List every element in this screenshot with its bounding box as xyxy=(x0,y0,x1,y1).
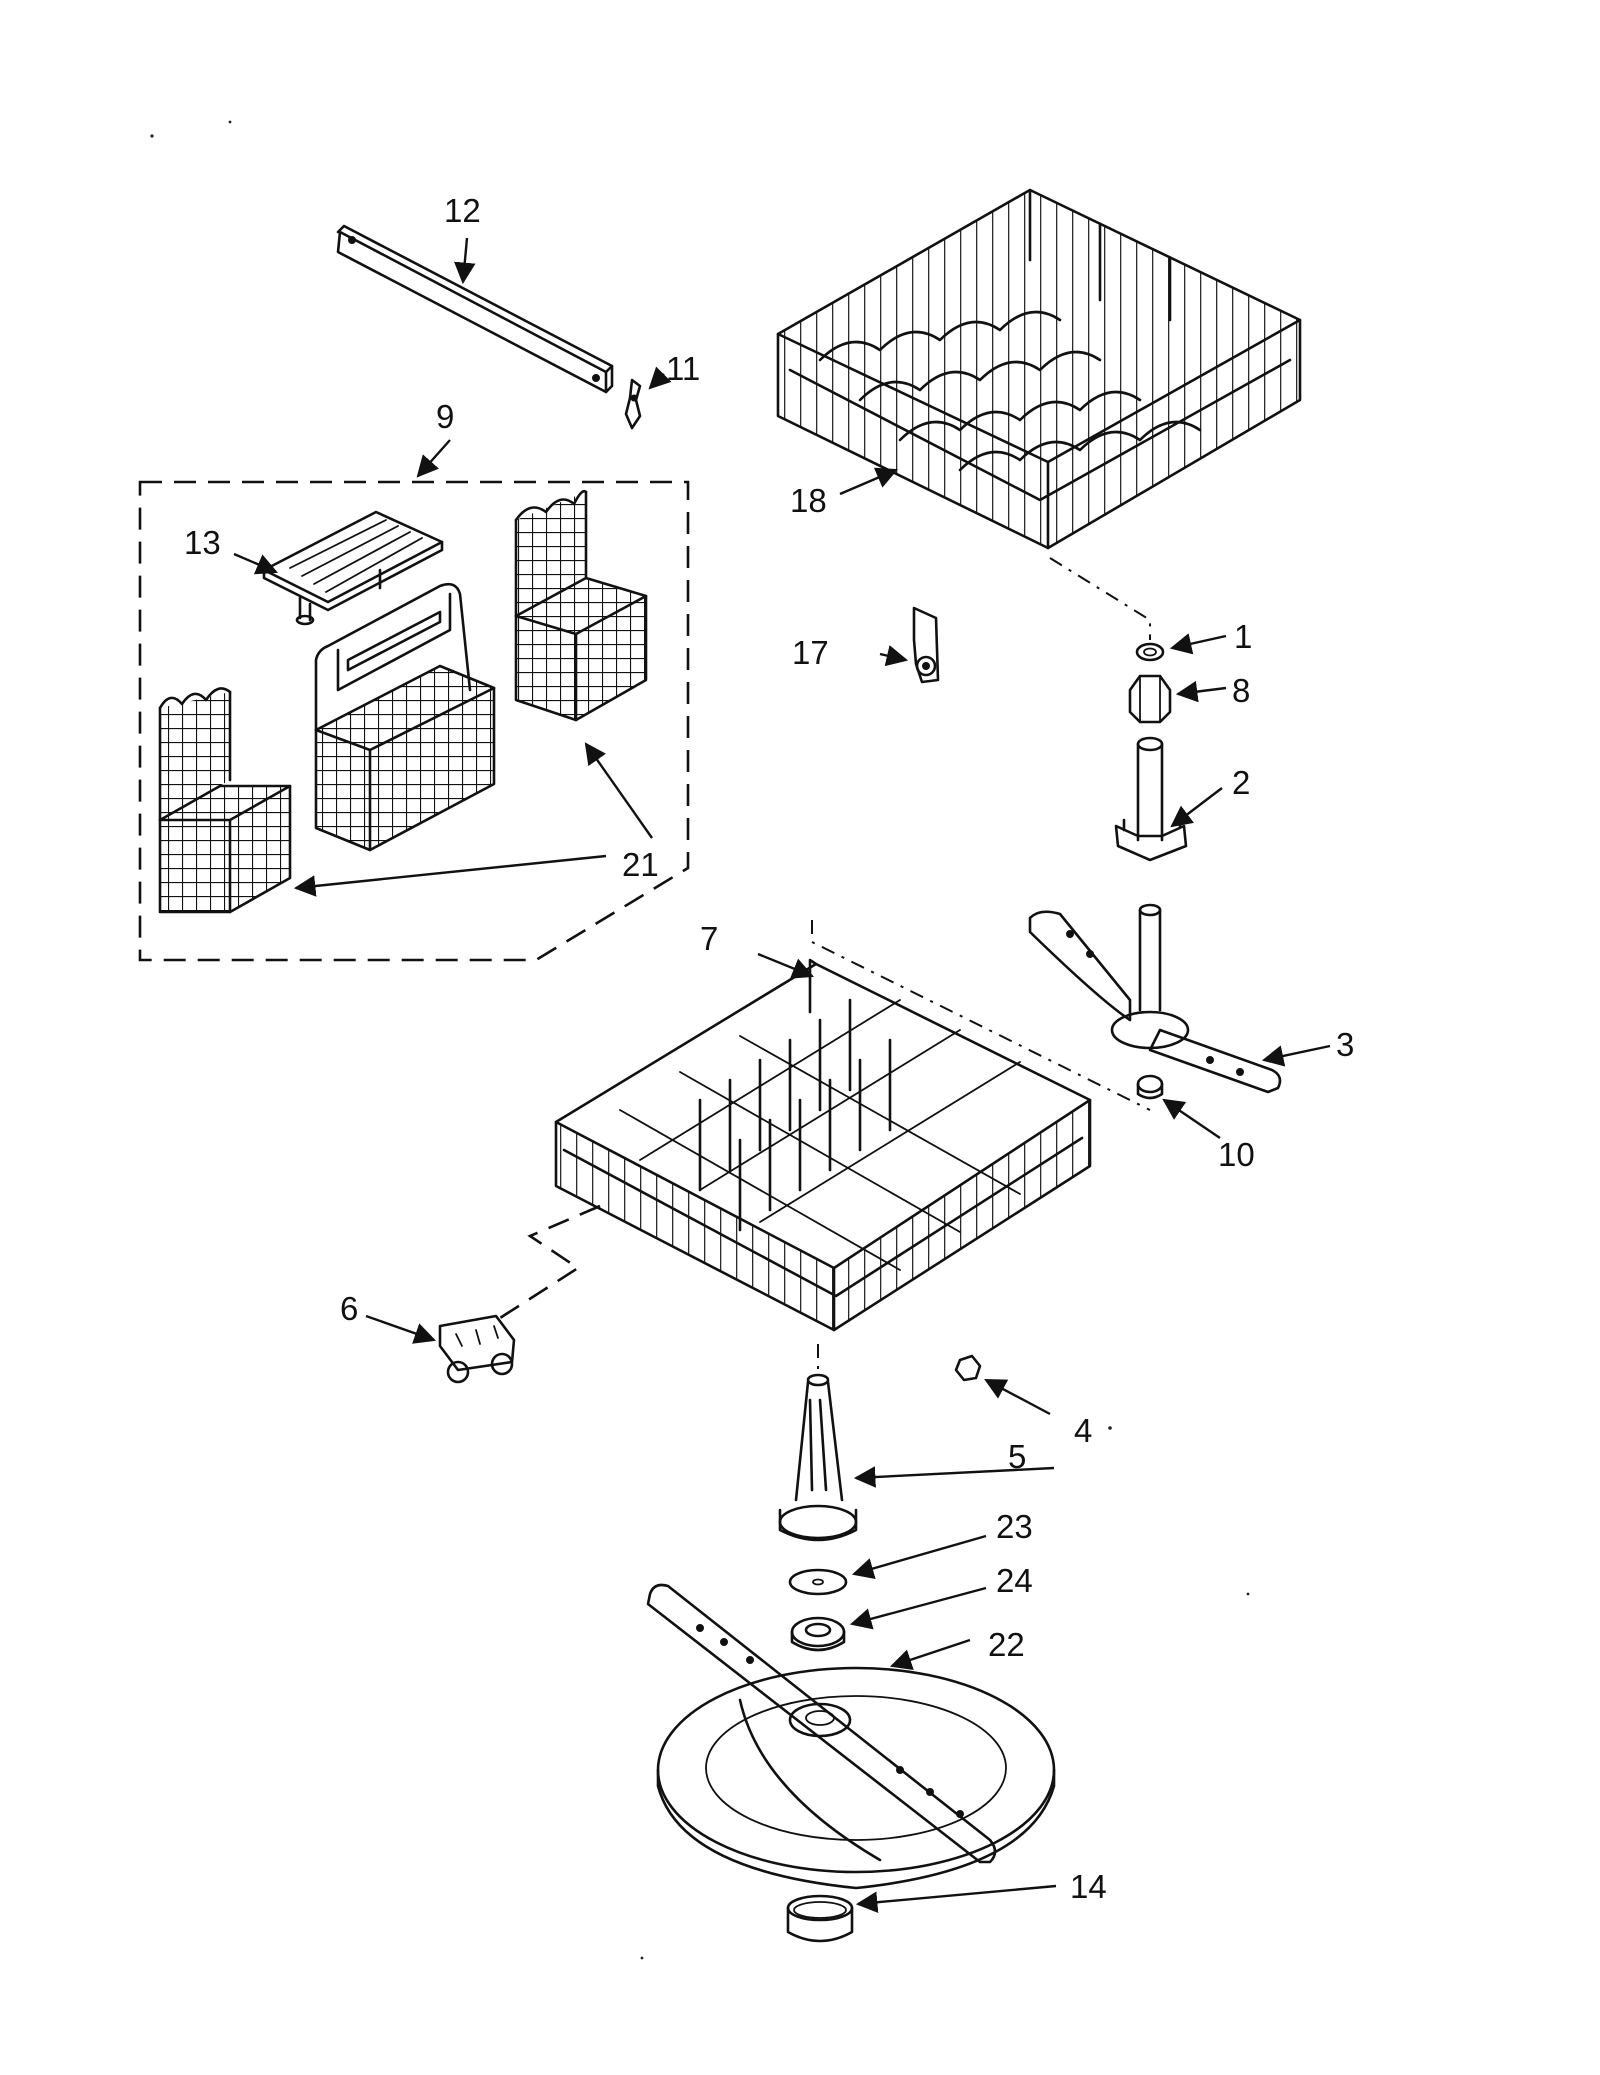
callout-11: 11 xyxy=(666,350,700,387)
callout-21: 21 xyxy=(622,846,659,883)
callout-5: 5 xyxy=(1008,1438,1026,1475)
callout-7: 7 xyxy=(700,920,718,957)
clip-part-11 xyxy=(624,378,642,430)
callout-23: 23 xyxy=(996,1508,1033,1545)
centerline-lower-rack xyxy=(811,920,1151,1111)
callout-8: 8 xyxy=(1232,672,1250,709)
callout-12: 12 xyxy=(444,192,481,229)
callout-17: 17 xyxy=(792,634,829,671)
callout-14: 14 xyxy=(1070,1868,1107,1905)
lower-spray-arm-part-22 xyxy=(646,1583,1056,1890)
washer-part-1 xyxy=(1135,642,1165,662)
callout-6: 6 xyxy=(340,1290,358,1327)
nut-part-8 xyxy=(1128,674,1172,724)
callout-18: 18 xyxy=(790,482,827,519)
spray-tower-part-5 xyxy=(778,1373,858,1542)
leader-lines xyxy=(233,237,1331,1913)
callout-3: 3 xyxy=(1336,1026,1354,1063)
callout-2: 2 xyxy=(1232,764,1250,801)
callout-13: 13 xyxy=(184,524,221,561)
callout-labels: 12 11 9 13 18 1 8 17 2 21 7 3 10 6 4 5 2… xyxy=(184,192,1354,1905)
washer-part-23 xyxy=(788,1568,848,1596)
seal-part-24 xyxy=(790,1616,846,1652)
manifold-part-2 xyxy=(1114,736,1188,862)
callout-22: 22 xyxy=(988,1626,1025,1663)
bearing-part-10 xyxy=(1136,1074,1164,1100)
roller-part-6 xyxy=(438,1314,516,1384)
centerline-upper xyxy=(1049,557,1151,640)
lower-rack-part-7 xyxy=(554,958,1092,1332)
rack-adjuster-part-17 xyxy=(912,606,940,684)
callout-9: 9 xyxy=(436,398,454,435)
upper-spray-arm-part-3 xyxy=(1028,903,1282,1094)
silverware-basket-left xyxy=(158,687,292,914)
ring-part-14 xyxy=(786,1894,854,1943)
rail-part-12 xyxy=(336,224,614,394)
silverware-basket-right xyxy=(514,489,648,722)
upper-rack-part-18 xyxy=(776,188,1302,550)
callout-10: 10 xyxy=(1218,1136,1255,1173)
dashed-ref-6 xyxy=(499,1204,601,1320)
callout-24: 24 xyxy=(996,1562,1033,1599)
basket-lid-part-13 xyxy=(262,510,444,626)
silverware-basket-middle xyxy=(314,582,496,852)
plug-part-4 xyxy=(954,1354,982,1382)
callout-4: 4 xyxy=(1074,1412,1092,1449)
callout-1: 1 xyxy=(1234,618,1252,655)
scan-specks xyxy=(150,120,1250,1960)
basket-assembly-boundary xyxy=(138,480,690,962)
